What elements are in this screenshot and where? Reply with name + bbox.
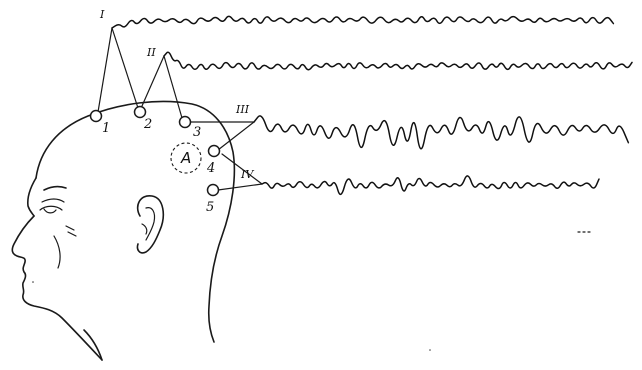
face-line bbox=[11, 215, 103, 361]
head-profile bbox=[11, 100, 236, 361]
lead-wires bbox=[97, 27, 263, 191]
lead-wire-3a bbox=[163, 55, 183, 119]
lead-wire-1 bbox=[97, 27, 113, 113]
ear-canal bbox=[141, 223, 148, 235]
cheek-line bbox=[53, 235, 61, 269]
electrode-1 bbox=[89, 109, 103, 123]
speck-2 bbox=[429, 349, 431, 351]
electrode-5 bbox=[206, 183, 220, 197]
electrode-label-1: 1 bbox=[102, 121, 110, 136]
electrode-label-4: 4 bbox=[206, 161, 215, 176]
eye-crease bbox=[41, 198, 65, 203]
eeg-traces bbox=[111, 15, 633, 196]
lead-wire-2a bbox=[111, 27, 139, 109]
ear-outer bbox=[136, 195, 165, 254]
electrode-4 bbox=[207, 144, 221, 158]
ear-inner bbox=[145, 207, 156, 241]
eeg-trace-I bbox=[111, 15, 615, 29]
eeg-trace-II bbox=[163, 51, 633, 71]
cheek-hatch bbox=[65, 225, 77, 237]
lead-wire-4a bbox=[217, 121, 255, 151]
head-outline bbox=[35, 100, 236, 343]
lead-wire-2b bbox=[141, 55, 165, 107]
eeg-trace-IV bbox=[261, 175, 600, 196]
neck-front-line bbox=[83, 329, 103, 361]
channel-label-III: III bbox=[235, 103, 250, 116]
electrode-label-2: 2 bbox=[143, 117, 152, 132]
electrode-2 bbox=[133, 105, 147, 119]
eeg-trace-III bbox=[253, 115, 630, 150]
focus-area-ring bbox=[170, 142, 202, 174]
electrode-3 bbox=[178, 115, 192, 129]
channel-label-II: II bbox=[146, 46, 156, 59]
speck bbox=[32, 281, 34, 283]
lead-wire-4b bbox=[221, 153, 263, 185]
focus-area-label: A bbox=[180, 149, 191, 167]
eye bbox=[39, 205, 63, 214]
electrode-label-5: 5 bbox=[206, 200, 214, 215]
channel-label-IV: IV bbox=[240, 168, 254, 181]
electrode-label-3: 3 bbox=[193, 125, 201, 140]
forehead-line bbox=[27, 177, 37, 217]
eyebrow bbox=[43, 185, 67, 191]
channel-label-I: I bbox=[99, 8, 105, 21]
electrodes bbox=[89, 105, 221, 197]
lead-wire-5 bbox=[217, 183, 263, 191]
